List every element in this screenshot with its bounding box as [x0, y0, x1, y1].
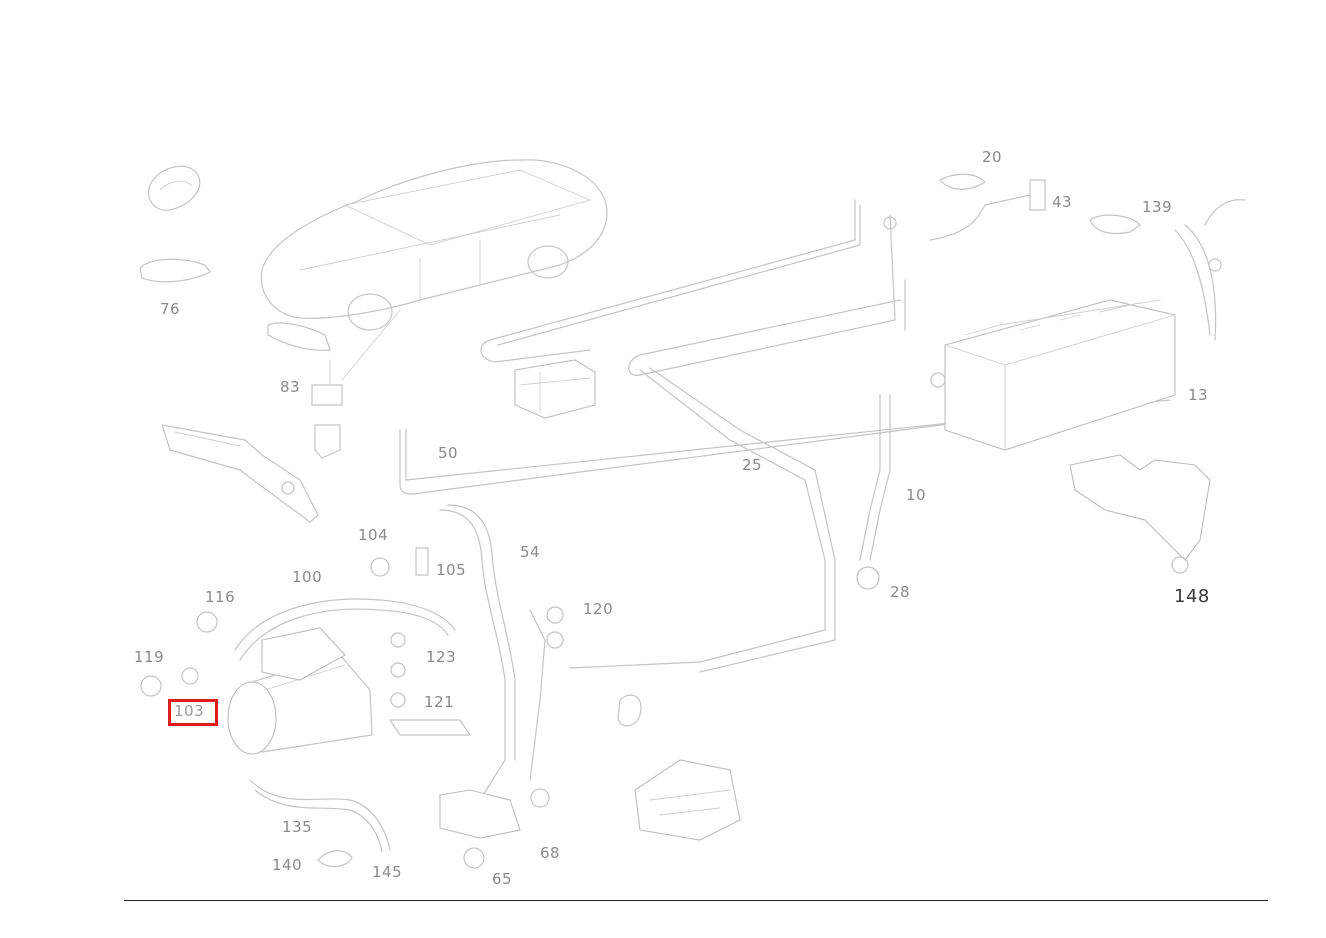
callout-label[interactable]: 116	[205, 588, 236, 606]
bottom-hoses	[249, 759, 741, 869]
battery	[944, 299, 1176, 451]
footer-divider	[124, 900, 1268, 901]
callout-label[interactable]: 10	[906, 486, 927, 504]
callout-label[interactable]: 83	[280, 378, 301, 396]
bracket-left	[161, 424, 319, 523]
callout-label[interactable]: 65	[492, 870, 513, 888]
callout-label[interactable]: 121	[424, 693, 455, 711]
callout-label[interactable]: 54	[520, 543, 541, 561]
battery-cable	[939, 173, 1246, 341]
fittings	[140, 179, 1046, 736]
pump-motor	[227, 598, 456, 755]
callout-label[interactable]: 123	[426, 648, 457, 666]
callout-label[interactable]: 25	[742, 456, 763, 474]
vehicle-outline	[260, 159, 608, 331]
callout-label[interactable]: 28	[890, 583, 911, 601]
callout-label[interactable]: 100	[292, 568, 323, 586]
highlighted-callout-label[interactable]: 103	[174, 702, 205, 720]
callout-label[interactable]: 140	[272, 856, 303, 874]
callout-label[interactable]: 20	[982, 148, 1003, 166]
control-unit	[514, 359, 596, 419]
callout-label[interactable]: 148	[1174, 586, 1210, 607]
callout-label[interactable]: 68	[540, 844, 561, 862]
loose-parts-top-left	[139, 165, 401, 459]
callout-label[interactable]: 120	[583, 600, 614, 618]
callout-label[interactable]: 13	[1188, 386, 1209, 404]
callout-label[interactable]: 139	[1142, 198, 1173, 216]
callout-label[interactable]: 50	[438, 444, 459, 462]
highlighted-callout-box[interactable]	[168, 699, 218, 726]
callout-label[interactable]: 104	[358, 526, 389, 544]
callout-label[interactable]: 119	[134, 648, 165, 666]
callout-label[interactable]: 105	[436, 561, 467, 579]
bracket-right	[1069, 258, 1222, 574]
fluid-lines	[399, 194, 1171, 801]
callout-label[interactable]: 135	[282, 818, 313, 836]
callout-label[interactable]: 43	[1052, 193, 1073, 211]
callout-label[interactable]: 76	[160, 300, 181, 318]
callout-label[interactable]: 145	[372, 863, 403, 881]
